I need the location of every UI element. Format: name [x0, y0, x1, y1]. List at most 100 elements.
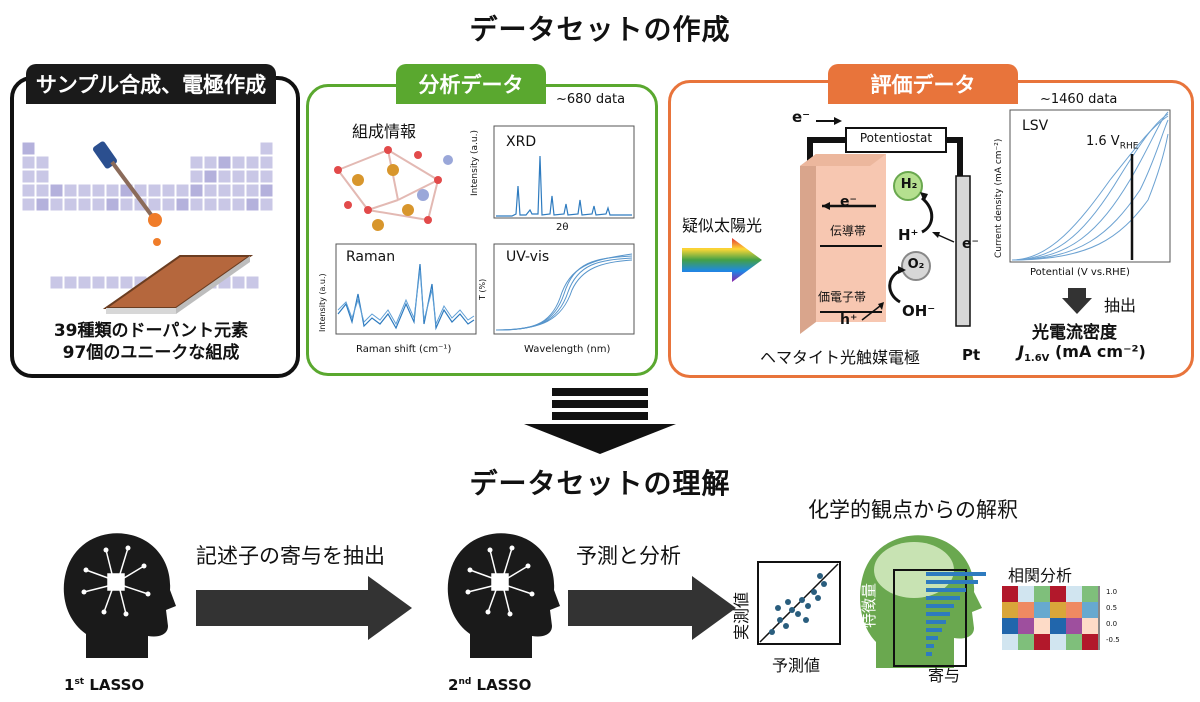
interpretation-title: 化学的観点からの解釈	[808, 498, 1018, 522]
analysis-panel	[306, 84, 658, 376]
periodic-table-cell	[35, 155, 50, 170]
h2-label: H₂	[900, 177, 918, 192]
periodic-table-cell	[161, 183, 176, 198]
hole-label: h⁺	[840, 312, 858, 328]
periodic-table-cell	[231, 275, 246, 290]
analysis-count: ~680 data	[556, 92, 626, 107]
conduction-band-label: 伝導帯	[830, 224, 867, 238]
periodic-table-cell	[189, 197, 204, 212]
sunlight-arrow	[682, 238, 762, 282]
heatmap-cell	[1034, 634, 1050, 650]
periodic-table-cell	[77, 183, 92, 198]
xrd-title: XRD	[506, 134, 537, 150]
periodic-table-cell	[175, 197, 190, 212]
heat-tick-2: 0.0	[1106, 620, 1118, 628]
heatmap-cell	[1066, 602, 1082, 618]
heatmap-cell	[1066, 586, 1082, 602]
heatmap-cell	[1002, 634, 1018, 650]
heatmap-cell	[1034, 586, 1050, 602]
heatmap-colorbar-ticks: 1.0 0.5 0.0 -0.5	[1106, 584, 1120, 648]
electron-flow-arrow	[816, 117, 842, 125]
electrode-label: ヘマタイト光触媒電極	[760, 348, 921, 367]
uvvis-ylabel: T (%)	[478, 278, 487, 300]
j-unit: (mA cm⁻²)	[1049, 342, 1146, 361]
periodic-table-cell	[105, 197, 120, 212]
periodic-table-cell	[35, 169, 50, 184]
heat-tick-0: 1.0	[1106, 588, 1118, 596]
heatmap-cell	[1082, 618, 1098, 634]
heatmap-cell	[1018, 602, 1034, 618]
h-plus-label: H⁺	[898, 226, 919, 244]
periodic-table-cell	[217, 169, 232, 184]
photocurrent-label: 光電流密度	[1032, 323, 1117, 343]
periodic-table-cell	[203, 197, 218, 212]
heatmap-cell	[1082, 634, 1098, 650]
periodic-table-cell	[77, 197, 92, 212]
lsv-ylabel: Current density (mA cm⁻²)	[994, 138, 1004, 258]
process-arrow-1	[196, 576, 412, 640]
periodic-table-cell	[203, 183, 218, 198]
periodic-table-cell	[35, 197, 50, 212]
lasso2-label: 2nd LASSO	[448, 676, 531, 694]
periodic-table-cell	[245, 275, 260, 290]
periodic-table-cell	[161, 197, 176, 212]
periodic-table-cell	[259, 141, 274, 156]
electron-top-label: e⁻	[792, 108, 811, 126]
periodic-table-cell	[217, 197, 232, 212]
heatmap-cell	[1034, 602, 1050, 618]
heat-tick-1: 0.5	[1106, 604, 1118, 612]
lasso1-sup: st	[74, 677, 85, 687]
heat-tick-3: -0.5	[1106, 636, 1120, 644]
xrd-ylabel: Intensity (a.u.)	[470, 130, 480, 196]
periodic-table-cell	[21, 183, 36, 198]
periodic-table-cell	[217, 155, 232, 170]
lasso1-num: 1	[64, 676, 75, 694]
lasso1-text: LASSO	[84, 676, 145, 694]
uvvis-title: UV-vis	[506, 249, 550, 265]
periodic-table-cell	[259, 197, 274, 212]
periodic-table-cell	[49, 197, 64, 212]
periodic-table-cell	[245, 183, 260, 198]
lasso2-sup: nd	[458, 677, 472, 687]
heatmap-cell	[1018, 586, 1034, 602]
periodic-table-cell	[231, 169, 246, 184]
lasso2-text: LASSO	[471, 676, 532, 694]
periodic-table-cell	[21, 141, 36, 156]
extract-label: 抽出	[1104, 296, 1137, 315]
uvvis-xlabel: Wavelength (nm)	[524, 344, 611, 355]
periodic-table-cell	[259, 155, 274, 170]
measured-label: 実測値	[732, 591, 751, 640]
pt-label: Pt	[962, 346, 981, 364]
raman-plot	[335, 243, 477, 335]
j-subscript: 1.6V	[1023, 353, 1050, 365]
heatmap-cell	[1050, 586, 1066, 602]
periodic-table-cell	[245, 169, 260, 184]
periodic-table-cell	[147, 183, 162, 198]
heatmap-cell	[1050, 618, 1066, 634]
arrow2-label: 予測と分析	[576, 544, 681, 568]
periodic-table-cell	[21, 155, 36, 170]
periodic-table-cell	[259, 183, 274, 198]
electron-band-label: e⁻	[840, 194, 857, 210]
down-arrow	[524, 388, 676, 454]
periodic-table-cell	[175, 183, 190, 198]
periodic-table-illustration	[21, 141, 274, 314]
composition-count-text: 97個のユニークな組成	[62, 343, 240, 363]
periodic-table-cell	[119, 275, 134, 290]
potentiostat-label: Potentiostat	[859, 131, 933, 145]
heatmap-cell	[1018, 634, 1034, 650]
periodic-table-cell	[35, 183, 50, 198]
periodic-table-cell	[91, 183, 106, 198]
crystal-structure-illustration	[334, 146, 453, 231]
contribution-label: 寄与	[928, 666, 961, 685]
synthesis-caption: 39種類のドーパント元素 97個のユニークな組成	[20, 320, 282, 364]
xrd-plot	[493, 125, 635, 219]
process-arrow-2	[568, 576, 736, 640]
heatmap-cell	[1082, 586, 1098, 602]
lasso1-label: 1st LASSO	[64, 676, 144, 694]
synthesis-tab: サンプル合成、電極作成	[26, 64, 276, 104]
xrd-xlabel: 2θ	[556, 222, 569, 233]
oh-minus-label: OH⁻	[902, 302, 936, 320]
periodic-table-cell	[63, 275, 78, 290]
periodic-table-cell	[189, 155, 204, 170]
